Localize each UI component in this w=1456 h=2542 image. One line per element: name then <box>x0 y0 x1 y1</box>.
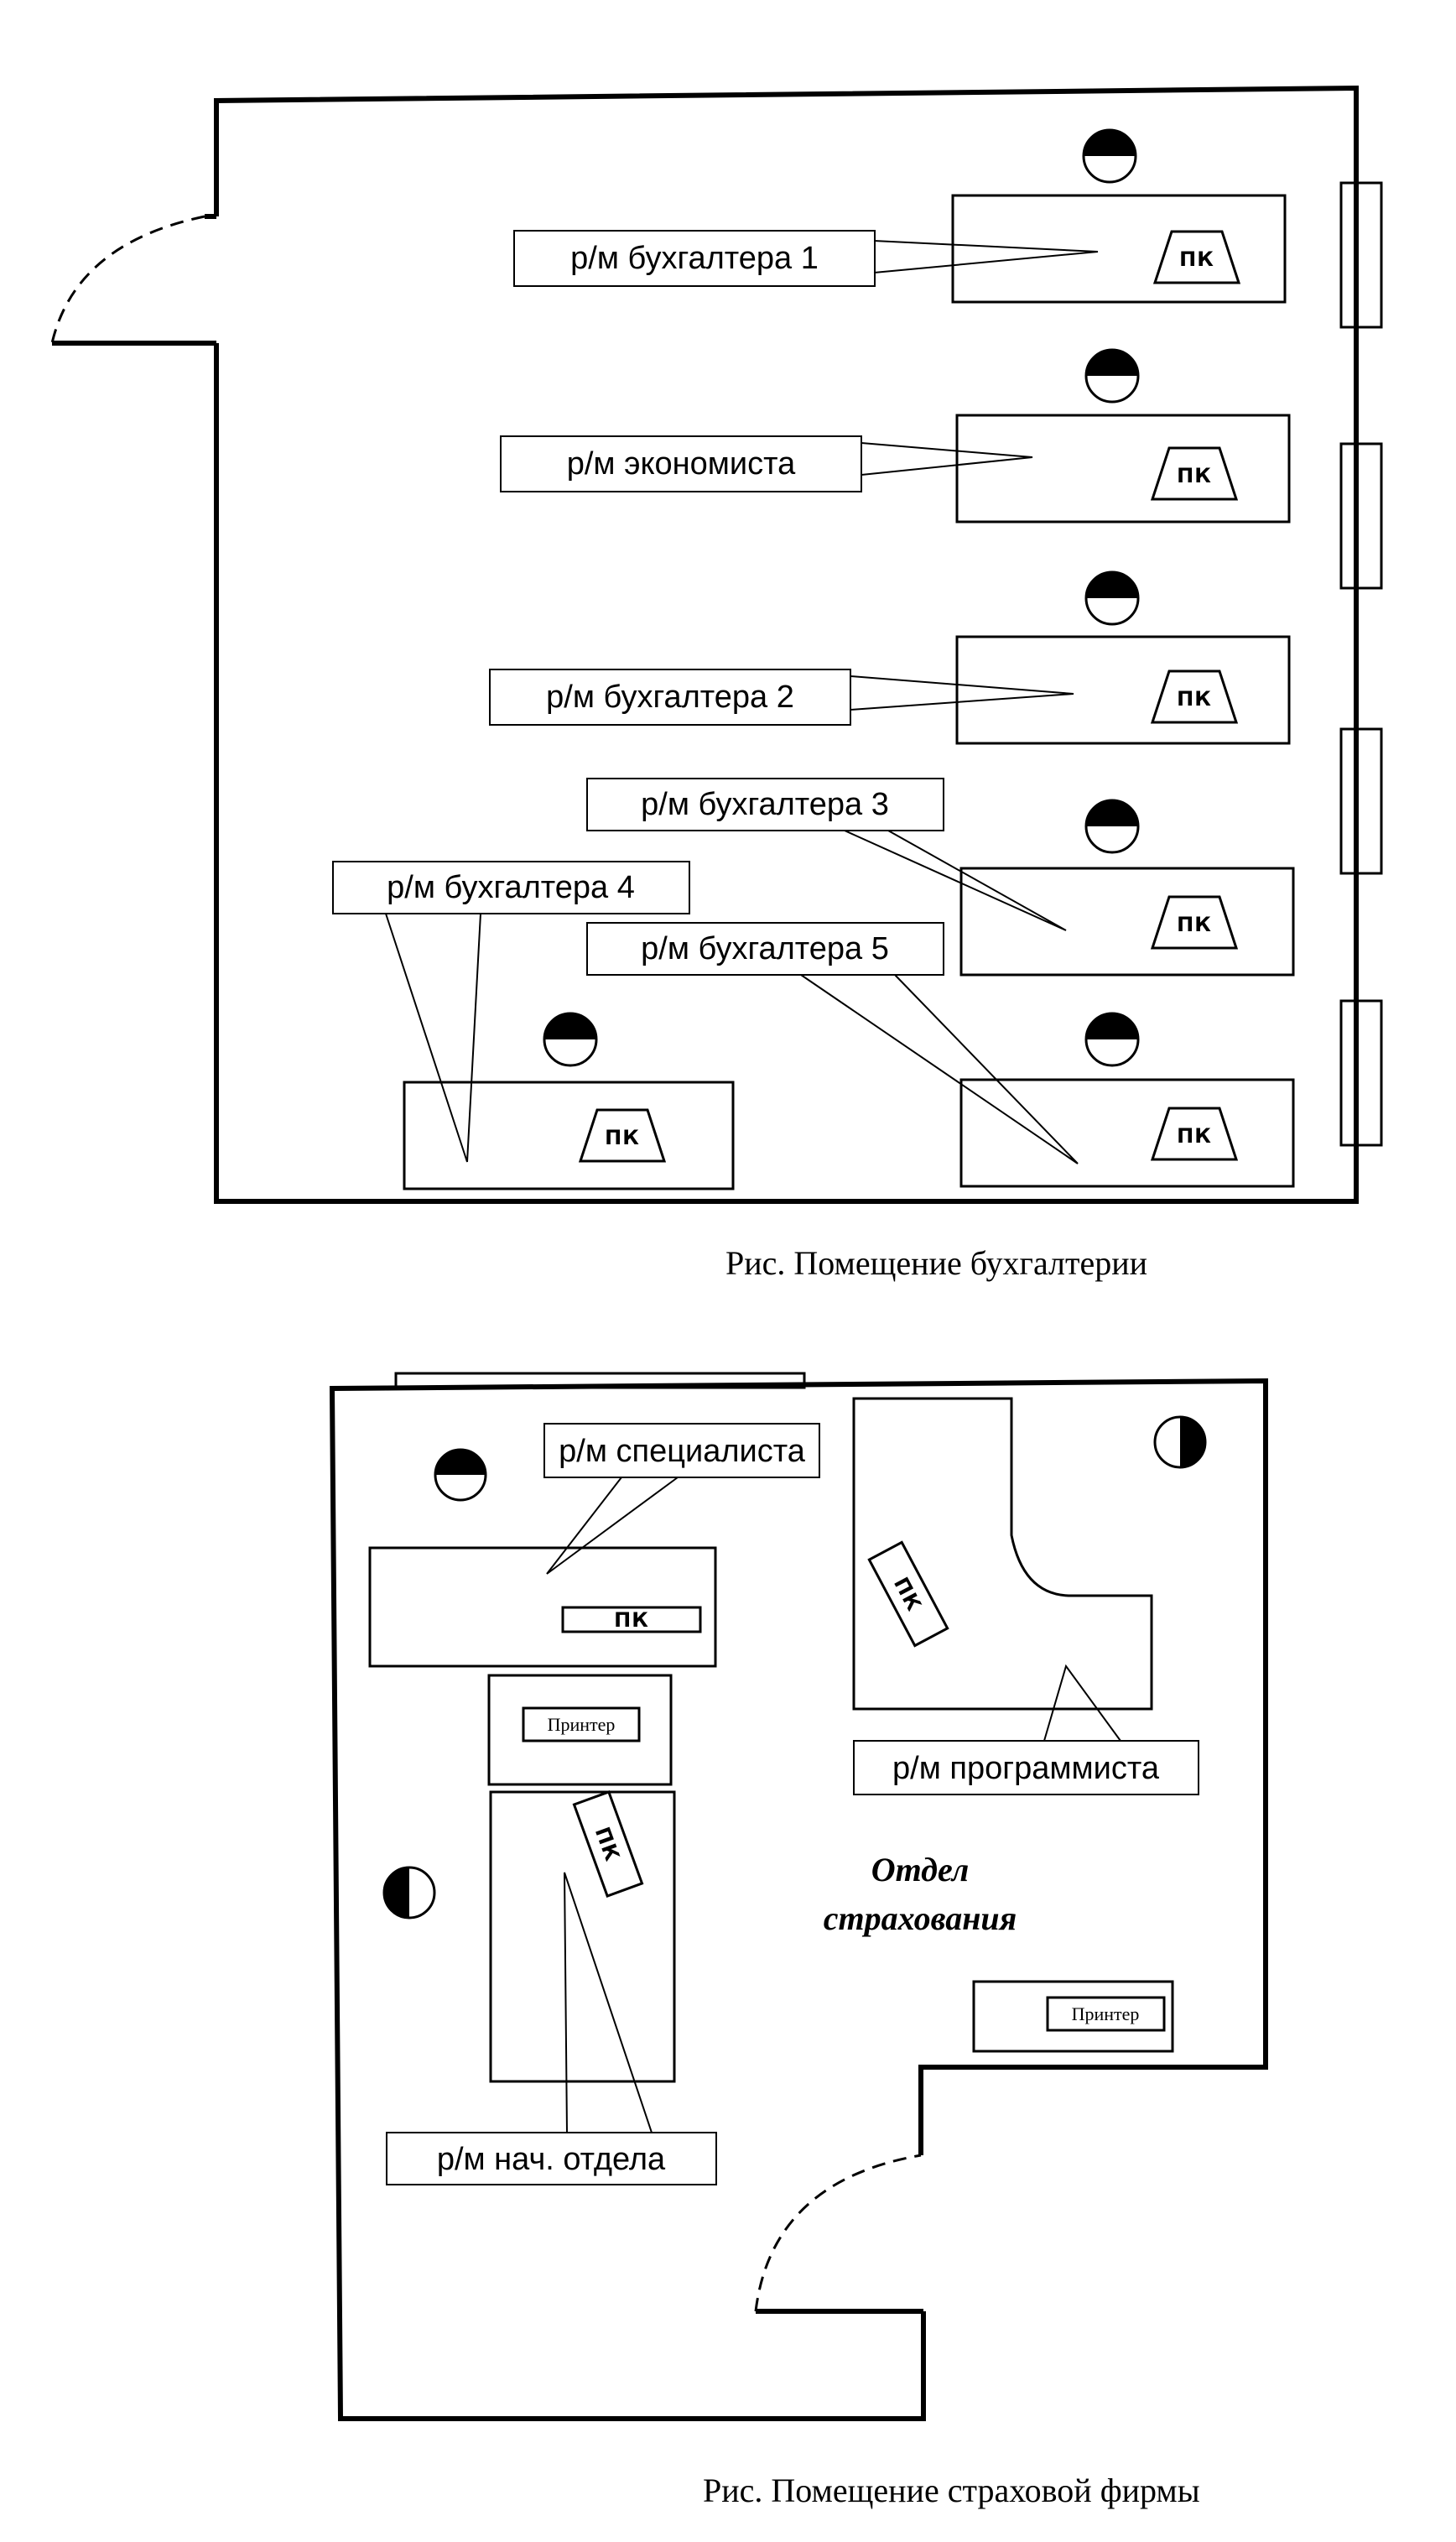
printer-table <box>487 1674 673 1786</box>
pc-monitor-icon: ПК <box>1150 446 1239 501</box>
svg-text:Принтер: Принтер <box>1072 2003 1140 2024</box>
side-table <box>972 1980 1174 2053</box>
callout-pointer <box>385 913 481 1163</box>
desk-economist <box>955 414 1291 524</box>
callout-pointer <box>546 1477 679 1575</box>
half-filled-circle-chair-icon <box>1084 1012 1140 1067</box>
callout-pointer <box>800 974 1079 1164</box>
svg-text:Принтер: Принтер <box>548 1714 616 1735</box>
accounting-caption: Рис. Помещение бухгалтерии <box>725 1244 1147 1282</box>
label-accountant-1: р/м бухгалтера 1 <box>570 241 819 276</box>
half-filled-circle-chair-icon <box>543 1012 598 1067</box>
half-filled-circle-chair-icon <box>1153 1415 1207 1469</box>
label-programmer: р/м программиста <box>892 1751 1160 1786</box>
label-box <box>332 861 690 914</box>
callout-pointer <box>873 240 1099 273</box>
printer-icon: Принтер <box>522 1706 641 1742</box>
label-accountant-4: р/м бухгалтера 4 <box>387 870 635 905</box>
callout-pointer <box>844 830 1067 931</box>
callout-pointer <box>861 442 1033 476</box>
label-economist: р/м экономиста <box>567 446 796 482</box>
pc-monitor-icon: ПК <box>1152 230 1241 284</box>
department-name-line2: страхования <box>824 1899 1017 1937</box>
svg-text:ПК: ПК <box>605 1126 640 1149</box>
department-name-line1: Отдел <box>871 1851 970 1888</box>
label-specialist: р/м специалиста <box>559 1434 806 1469</box>
pc-monitor-icon: ПК <box>578 1108 667 1163</box>
insurance-room: ПК ПК ПК Принтер Принтер <box>329 1372 1268 2509</box>
svg-text:ПК: ПК <box>1177 464 1212 487</box>
callout-pointer <box>850 675 1074 711</box>
desk-accountant-3 <box>959 867 1295 977</box>
callout-pointer <box>564 1872 653 2133</box>
pc-monitor-icon: ПК <box>867 1540 949 1648</box>
svg-text:ПК: ПК <box>1177 1124 1212 1148</box>
svg-text:ПК: ПК <box>614 1608 649 1632</box>
label-box <box>489 669 851 726</box>
insurance-caption: Рис. Помещение страховой фирмы <box>703 2472 1200 2509</box>
label-accountant-2: р/м бухгалтера 2 <box>546 680 794 715</box>
half-filled-circle-chair-icon <box>1082 128 1137 184</box>
label-box <box>586 778 944 831</box>
accounting-wall <box>214 85 1359 1204</box>
svg-text:ПК: ПК <box>1177 687 1212 711</box>
window-icon <box>394 1372 806 1389</box>
accounting-room: ПК ПК ПК ПК ПК ПК <box>50 85 1383 1282</box>
pc-monitor-icon: ПК <box>1150 1107 1239 1161</box>
desk-accountant-1 <box>951 194 1287 304</box>
pc-monitor-icon: ПК <box>561 1606 702 1633</box>
svg-text:ПК: ПК <box>1177 913 1212 936</box>
door-swing-icon <box>50 215 205 344</box>
svg-text:ПК: ПК <box>590 1824 625 1865</box>
desk-accountant-2 <box>955 635 1291 745</box>
desk-accountant-5 <box>959 1078 1295 1188</box>
window-icon <box>1339 999 1383 1147</box>
desk-accountant-4 <box>403 1081 735 1190</box>
window-icon <box>1339 181 1383 329</box>
door-swing-icon <box>754 2154 922 2312</box>
desk-specialist <box>368 1546 717 1668</box>
window-icon <box>1339 727 1383 875</box>
pc-monitor-icon: ПК <box>1150 669 1239 724</box>
half-filled-circle-chair-icon <box>382 1866 436 1920</box>
label-box <box>513 230 876 287</box>
callout-pointer <box>1043 1664 1121 1742</box>
label-accountant-3: р/м бухгалтера 3 <box>641 787 889 822</box>
label-accountant-5: р/м бухгалтера 5 <box>641 931 889 966</box>
half-filled-circle-chair-icon <box>1084 799 1140 854</box>
window-icon <box>1339 442 1383 590</box>
half-filled-circle-chair-icon <box>1084 570 1140 626</box>
insurance-wall <box>329 1378 1268 2421</box>
desk-head <box>489 1790 676 2083</box>
label-box <box>853 1740 1199 1795</box>
half-filled-circle-chair-icon <box>434 1448 487 1502</box>
label-box <box>543 1423 820 1478</box>
half-filled-circle-chair-icon <box>1084 348 1140 404</box>
label-head: р/м нач. отдела <box>437 2142 666 2177</box>
label-box <box>586 922 944 976</box>
svg-text:ПК: ПК <box>1179 247 1214 271</box>
printer-icon: Принтер <box>1046 1996 1166 2032</box>
label-box <box>500 435 862 492</box>
desk-programmer <box>852 1397 1153 1711</box>
pc-monitor-icon: ПК <box>1150 895 1239 950</box>
pc-monitor-icon: ПК <box>572 1790 644 1898</box>
label-box <box>386 2132 717 2185</box>
